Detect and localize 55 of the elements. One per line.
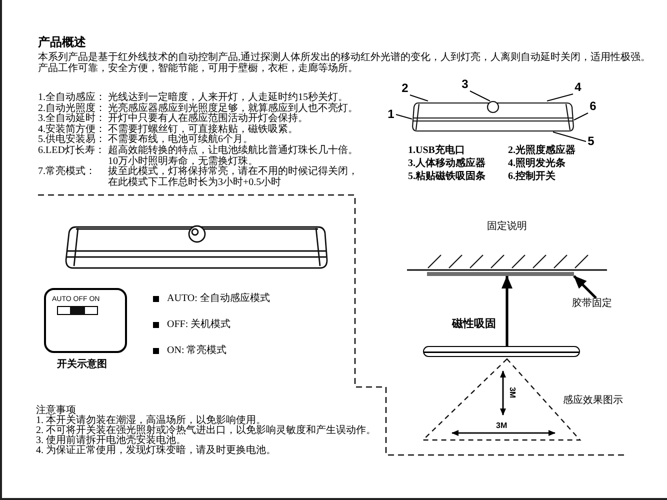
feature-description: 光线达到一定暗度，人来开灯，人走延时约15秒关灯。 (108, 93, 348, 103)
callout-number: 6 (588, 100, 598, 113)
feature-term: 7.常亮模式： (38, 167, 96, 180)
feature-term: 6.LED灯长寿： (38, 146, 105, 158)
callout-number: 3 (460, 78, 470, 91)
leader-line (546, 94, 574, 102)
leader-line (552, 132, 586, 142)
callout-number: 5 (586, 135, 596, 148)
feature-description: 不需要打螺丝钉，可直接粘贴，磁铁吸紧。 (108, 124, 298, 135)
diagram-caption: 感应效果图示 (563, 395, 623, 407)
mode-label: OFF: 关机模式 (167, 319, 231, 331)
section-heading: 固定说明 (487, 221, 527, 233)
part-label: 3.人体移动感应器 (408, 157, 486, 170)
feature-term: 2.自动光照度： (38, 104, 106, 114)
arrow (502, 276, 512, 346)
section-title: 产品概述 (38, 35, 86, 49)
note-item: 2. 不可将开关装在强光照射或冷热气进出口，以免影响灵敏度和产生误动作。 (36, 426, 376, 436)
leader-line (410, 94, 428, 102)
dimension-label: 3M (496, 421, 508, 430)
part-label: 4.照明发光条 (508, 157, 566, 170)
note-item: 1. 本开关请勿装在潮湿，高温场所，以免影响使用。 (36, 416, 266, 426)
annotation-label: 胶带固定 (572, 298, 612, 310)
feature-term: 4.安装简方便： (38, 124, 106, 135)
feature-description: 拔至此模式，灯将保持常亮，请在不用的时候记得关闭，在此模式下工作总时长为3小时+0.5小时 (108, 167, 359, 188)
intro-paragraph: 本系列产品是基于红外线技术的自动控制产品,通过探测人体所发出的移动红外光谱的变化，人到灯亮，人离则自动延时关闭，适用性极强。产品工作可靠，安全方便，智能节能，可用于壁橱，衣柜，走廊等场所。 (38, 52, 652, 74)
note-item: 4. 为保证正常使用，发现灯珠变暗，请及时更换电池。 (36, 446, 276, 456)
adhesive-tape-strip (427, 272, 574, 276)
part-label: 2.光照度感应器 (508, 144, 576, 157)
feature-description: 光亮感应器感应到光照度足够，就算感应到人也不亮灯。 (108, 104, 358, 114)
leader-line (470, 90, 490, 102)
notes-heading: 注意事项 (36, 406, 76, 416)
feature-term: 5.供电安装易： (38, 135, 106, 146)
callout-number: 1 (386, 108, 396, 121)
node-caption: 开关示意图 (57, 359, 107, 371)
product-illustration (412, 101, 574, 132)
leader-line (396, 114, 412, 120)
part-label: 6.控制开关 (508, 170, 556, 183)
feature-description: 超高效能转换的特点，让电池续航比普通灯珠长几十倍。10万小时照明寿命，无需换灯珠。 (108, 146, 359, 167)
switch-diagram-panel (44, 288, 127, 353)
note-item: 3. 使用前请拆开电池壳安装电池。 (36, 436, 186, 446)
leader-line (574, 112, 588, 120)
dimension-label: 3M (508, 386, 518, 398)
light-bar-side-view (423, 346, 580, 357)
feature-term: 3.全自动延时： (38, 114, 106, 124)
edge-label: 磁性吸固 (452, 318, 496, 331)
feature-description: 开灯中只要有人在感应范围活动开灯会保持。 (108, 114, 308, 124)
mode-label: AUTO: 全自动感应模式 (167, 293, 270, 305)
part-label: 5.粘贴磁铁吸固条 (408, 170, 486, 183)
callout-number: 2 (400, 82, 410, 95)
part-label: 1.USB充电口 (408, 144, 465, 157)
mode-label: ON: 常亮模式 (167, 345, 227, 357)
feature-term: 1.全自动感应： (38, 93, 106, 103)
callout-number: 4 (573, 81, 583, 94)
feature-description: 不需要布线，电池可续航6个月。 (108, 135, 253, 146)
arrow (573, 275, 597, 299)
